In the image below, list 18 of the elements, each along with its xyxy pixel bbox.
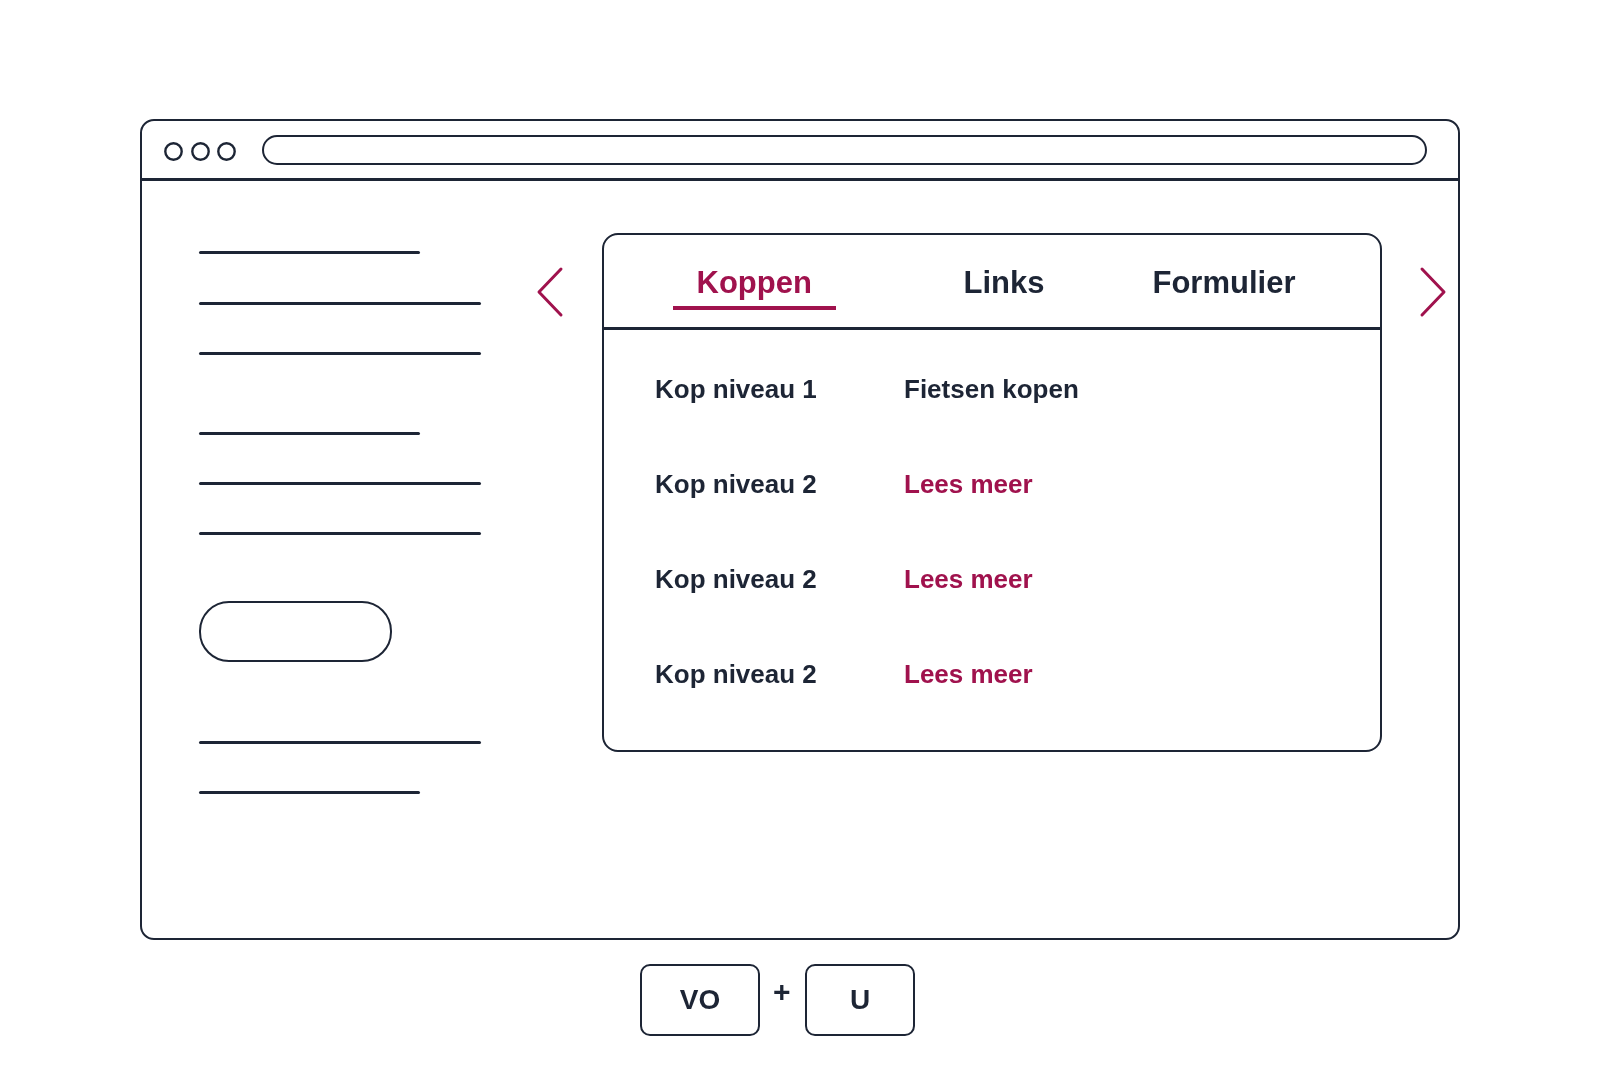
heading-text: Fietsen kopen [904,373,1079,405]
tab-label: Links [963,265,1045,301]
keyboard-key: U [805,964,915,1036]
tab-label: Formulier [1152,265,1296,301]
active-tab: Koppen [672,265,836,310]
heading-level-text: Kop niveau 1 [655,373,817,405]
link: Lees meer [904,563,1033,595]
heading-level-text: Kop niveau 2 [655,658,817,690]
keyboard-key: VO [640,964,760,1036]
rotor-panel [602,233,1382,752]
link: Lees meer [904,468,1033,500]
address-bar [262,135,1427,165]
plus-sign: + [773,976,791,1008]
pill-button [199,601,392,662]
link: Lees meer [904,658,1033,690]
browser-window [140,119,1460,940]
heading-level-text: Kop niveau 2 [655,563,817,595]
heading-level-text: Kop niveau 2 [655,468,817,500]
